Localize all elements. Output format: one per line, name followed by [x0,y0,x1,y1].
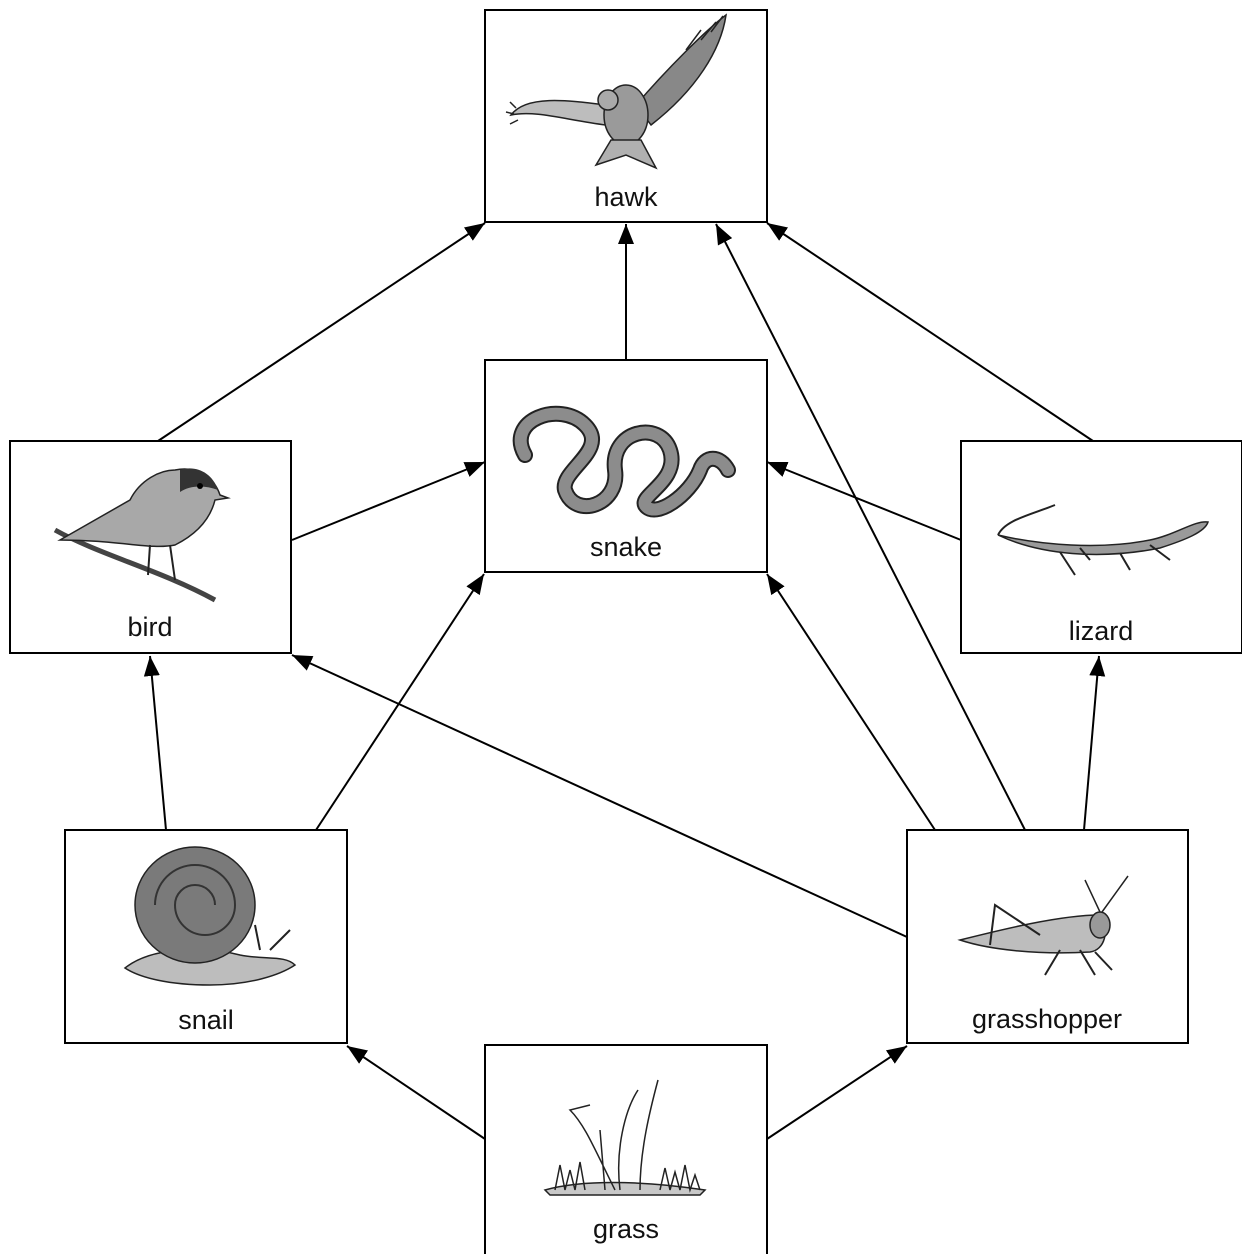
arrow-snail-to-bird [143,655,167,831]
lizard-label: lizard [1069,616,1134,646]
bird-icon [53,468,231,603]
organism-snake: snake [484,359,768,573]
arrow-lizard-to-hawk [766,222,1094,442]
snake-label: snake [590,532,662,562]
grasshopper-icon [957,875,1129,976]
arrow-grasshopper-to-bird [291,654,908,938]
organism-hawk: hawk [484,9,768,223]
arrow-grass-to-snail [346,1045,486,1140]
arrow-grass-to-grasshopper [766,1045,908,1140]
bird-label: bird [127,612,172,642]
arrow-bird-to-hawk [157,222,486,442]
lizard-icon [997,504,1209,576]
snake-icon [512,405,736,518]
snail-label: snail [178,1005,234,1035]
snail-icon [123,846,297,986]
grass-label: grass [593,1214,659,1244]
arrow-grasshopper-to-snake [766,573,936,831]
arrow-grasshopper-to-lizard [1083,655,1106,831]
organism-bird: bird [9,440,292,654]
arrows-layer [143,222,1106,1140]
organism-lizard: lizard [960,440,1242,654]
organism-snail: snail [64,829,348,1044]
arrow-grasshopper-to-hawk [715,223,1026,831]
arrow-lizard-to-snake [766,461,962,541]
organism-grasshopper: grasshopper [906,829,1189,1044]
hawk-icon [505,13,727,170]
arrow-bird-to-snake [291,461,486,541]
grasshopper-label: grasshopper [972,1004,1122,1034]
grass-icon [543,1079,707,1196]
organism-grass: grass [484,1044,768,1254]
grass-box [484,1044,768,1254]
arrow-snail-to-snake [315,573,485,831]
hawk-label: hawk [594,182,658,212]
